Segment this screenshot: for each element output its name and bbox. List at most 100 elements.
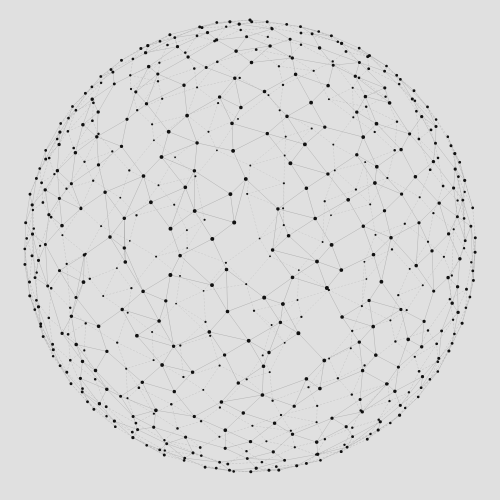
- network-edge: [250, 441, 274, 453]
- network-edge: [231, 123, 268, 134]
- network-edge: [286, 116, 325, 128]
- network-edge: [180, 335, 211, 346]
- network-node: [399, 78, 402, 81]
- network-node: [331, 63, 335, 67]
- network-edge: [328, 278, 367, 291]
- network-node: [79, 207, 83, 211]
- network-edge: [194, 170, 231, 195]
- network-edge: [366, 249, 393, 280]
- network-edge: [38, 244, 46, 261]
- network-edge: [45, 123, 61, 151]
- network-edge: [106, 416, 116, 427]
- network-edge: [168, 131, 198, 144]
- network-edge: [158, 176, 196, 186]
- network-edge: [316, 418, 333, 443]
- network-edge: [170, 187, 186, 229]
- network-node: [383, 69, 386, 73]
- network-edge: [82, 388, 107, 407]
- network-edge: [208, 103, 219, 132]
- network-edge: [269, 372, 273, 401]
- network-edge: [161, 131, 169, 158]
- network-node: [355, 110, 359, 114]
- network-edge: [364, 341, 396, 366]
- network-edge: [283, 224, 323, 243]
- network-edge: [246, 256, 271, 285]
- network-node: [28, 280, 31, 284]
- network-edge: [395, 341, 415, 357]
- network-edge: [216, 118, 239, 151]
- network-edge: [316, 444, 345, 455]
- network-edge: [136, 320, 160, 336]
- network-edge: [240, 29, 268, 38]
- network-node: [446, 232, 451, 236]
- network-node: [304, 186, 309, 190]
- network-node: [463, 239, 467, 243]
- network-edge: [96, 136, 99, 165]
- network-edge: [284, 136, 286, 156]
- network-edge: [352, 87, 386, 97]
- network-node: [450, 301, 454, 305]
- network-edge: [221, 401, 244, 414]
- network-node: [460, 321, 464, 325]
- network-edge: [29, 178, 37, 195]
- network-edge: [390, 295, 399, 321]
- network-node: [130, 286, 133, 290]
- network-node: [329, 243, 334, 247]
- network-node: [277, 468, 281, 472]
- network-edge: [355, 76, 390, 104]
- network-node: [296, 331, 301, 336]
- network-edge: [262, 355, 270, 373]
- network-edge: [50, 216, 63, 236]
- network-edge: [174, 131, 209, 158]
- network-edge: [171, 389, 204, 405]
- network-edge: [106, 389, 121, 397]
- network-node: [49, 286, 53, 290]
- network-node: [91, 119, 94, 123]
- network-edge: [453, 218, 465, 230]
- network-node: [283, 458, 287, 462]
- network-edge: [61, 316, 72, 334]
- network-node: [473, 236, 477, 240]
- network-edge: [409, 116, 422, 135]
- network-edge: [262, 394, 295, 407]
- network-edge: [414, 356, 420, 372]
- network-node: [387, 101, 392, 105]
- network-edge: [71, 316, 99, 327]
- network-edge: [219, 78, 235, 98]
- network-node: [97, 402, 102, 406]
- network-node: [336, 377, 340, 380]
- network-node: [152, 412, 155, 415]
- network-edge: [216, 39, 237, 52]
- network-node: [420, 115, 424, 119]
- network-edge: [58, 132, 61, 145]
- network-edge: [32, 234, 36, 278]
- network-edge: [316, 405, 318, 423]
- network-edge: [316, 261, 342, 271]
- network-edge: [337, 348, 352, 379]
- network-node: [406, 337, 411, 342]
- network-node: [393, 149, 396, 152]
- network-edge: [151, 124, 155, 141]
- network-node: [394, 340, 397, 343]
- network-edge: [418, 138, 439, 159]
- network-edge: [136, 204, 175, 216]
- network-edge: [207, 32, 217, 41]
- network-node: [269, 255, 271, 258]
- network-edge: [82, 111, 99, 125]
- network-edge: [157, 73, 185, 86]
- network-node: [96, 324, 101, 329]
- network-node: [398, 413, 402, 417]
- network-edge: [185, 52, 195, 69]
- network-edge: [243, 412, 275, 424]
- network-edge: [106, 389, 134, 417]
- network-node: [39, 322, 43, 326]
- network-edge: [391, 223, 406, 250]
- network-edge: [24, 238, 27, 265]
- network-edge: [48, 131, 69, 159]
- network-edge: [400, 79, 415, 91]
- network-edge: [398, 268, 410, 296]
- network-edge: [164, 450, 185, 461]
- network-edge: [183, 85, 188, 116]
- network-node: [60, 223, 64, 228]
- network-edge: [130, 75, 132, 90]
